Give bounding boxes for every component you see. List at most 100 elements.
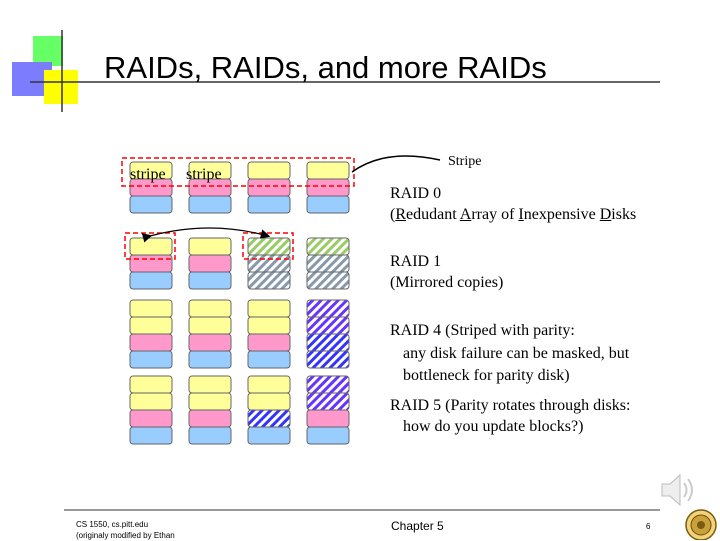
disk-block (129, 409, 173, 428)
raid0-desc-part: nexpensive (523, 206, 600, 223)
disk-block (247, 409, 291, 428)
disk-block (188, 333, 232, 352)
disk-stack (129, 237, 173, 290)
disk-stack (306, 237, 350, 290)
disk-block (129, 237, 173, 256)
stripe-callout-label: Stripe (448, 154, 482, 169)
disk-block (129, 426, 173, 445)
raid5-line1: RAID 5 (Parity rotates through disks: (390, 397, 631, 414)
raid4-line1: RAID 4 (Striped with parity: (390, 322, 575, 339)
disk-block (247, 195, 291, 214)
disk-stack (247, 237, 291, 290)
disk-stack (188, 161, 232, 214)
disk-block (306, 161, 350, 180)
disk-block (188, 426, 232, 445)
disk-block (306, 237, 350, 256)
disk-block (129, 271, 173, 290)
disk-stack (306, 161, 350, 214)
stripe-callout-line (351, 155, 441, 173)
yellow-square (44, 70, 78, 104)
footer-course: CS 1550, cs.pitt.edu (76, 520, 149, 529)
raid0-desc-part: isks (611, 206, 637, 223)
disk-block (306, 375, 350, 394)
disk-block (306, 333, 350, 352)
raid0-title: RAID 0 (390, 185, 442, 202)
slide-title: RAIDs, RAIDs, and more RAIDs (104, 50, 547, 85)
raid1-title: RAID 1 (390, 253, 442, 270)
disk-stack (129, 375, 173, 445)
raid0-desc-initial: I (518, 206, 524, 223)
raid0-desc-part: edudant (406, 206, 460, 223)
disk-block (247, 333, 291, 352)
disk-block (247, 392, 291, 411)
disk-block (247, 254, 291, 273)
disk-block (188, 375, 232, 394)
disk-block (306, 392, 350, 411)
disk-block (129, 333, 173, 352)
disk-block (129, 392, 173, 411)
disk-block (306, 271, 350, 290)
disk-block (247, 299, 291, 318)
disk-block (306, 178, 350, 197)
disk-stack (247, 375, 291, 445)
disk-block (306, 195, 350, 214)
mirror-arrow (141, 227, 271, 243)
disk-stack (188, 375, 232, 445)
raid0-desc: (Redudant Array of Inexpensive Disks (390, 204, 636, 225)
disk-block (188, 299, 232, 318)
raid0-desc-part: rray of (471, 206, 519, 223)
disk-block (306, 409, 350, 428)
disk-block (188, 316, 232, 335)
university-seal-icon (685, 509, 717, 540)
raid1-desc: (Mirrored copies) (390, 274, 504, 291)
disk-block (188, 350, 232, 369)
disk-block (247, 426, 291, 445)
disk-stack (247, 299, 291, 369)
disk-block (247, 178, 291, 197)
stripe-box (121, 157, 355, 187)
disk-block (129, 350, 173, 369)
disk-stack (306, 299, 350, 369)
disk-block (188, 195, 232, 214)
raid0-desc-part: ( (390, 206, 396, 223)
disk-block (188, 237, 232, 256)
disk-block (247, 237, 291, 256)
disk-block (306, 299, 350, 318)
raid0-desc-initial: A (459, 206, 472, 223)
disk-stack (129, 161, 173, 214)
disk-block (306, 316, 350, 335)
disk-block (129, 195, 173, 214)
disk-stack (129, 299, 173, 369)
disk-block (129, 299, 173, 318)
raid0-desc-initial: R (395, 206, 406, 223)
speaker-icon[interactable] (656, 470, 698, 510)
disk-block (306, 426, 350, 445)
footer-credit: (originaly modified by Ethan (76, 531, 175, 540)
disk-stack (306, 375, 350, 445)
disk-block (188, 271, 232, 290)
stripe-label-1: stripe (130, 166, 166, 183)
disk-block (247, 316, 291, 335)
disk-block (247, 161, 291, 180)
disk-block (188, 392, 232, 411)
raid4-line3: bottleneck for parity disk) (403, 367, 570, 384)
disk-stack (188, 299, 232, 369)
disk-block (129, 254, 173, 273)
stripe-label-2: stripe (186, 166, 222, 183)
raid0-desc-initial: D (599, 206, 612, 223)
disk-block (247, 350, 291, 369)
disk-block (188, 409, 232, 428)
disk-block (306, 254, 350, 273)
disk-stack (188, 237, 232, 290)
footer-chapter: Chapter 5 (391, 519, 444, 533)
raid5-line2: how do you update blocks?) (403, 418, 584, 435)
disk-stack (247, 161, 291, 214)
page-number: 6 (646, 522, 651, 531)
disk-block (129, 375, 173, 394)
disk-block (247, 271, 291, 290)
disk-block (188, 254, 232, 273)
disk-block (129, 316, 173, 335)
disk-block (247, 375, 291, 394)
